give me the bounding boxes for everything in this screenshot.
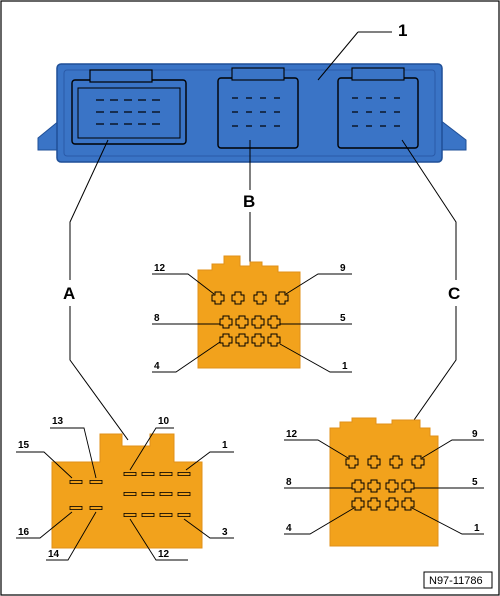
- pin-label-a-14: 14: [48, 549, 60, 560]
- pin-label-b-8: 8: [154, 313, 160, 324]
- housing-socket-b: [217, 67, 299, 149]
- pin-label-a-13: 13: [52, 416, 64, 427]
- pin-label-a-10: 10: [158, 416, 170, 427]
- pin-label-b-12: 12: [154, 263, 166, 274]
- connector-a-label: A: [63, 284, 75, 303]
- pin-label-c-12: 12: [286, 429, 298, 440]
- pin-label-c-8: 8: [286, 477, 292, 488]
- pin-label-a-1: 1: [222, 440, 228, 451]
- connector-c-label: C: [448, 284, 460, 303]
- housing-socket-a: [71, 69, 187, 145]
- pin-label-a-12: 12: [158, 549, 170, 560]
- connector-a: 13 15 10 1 16 14 12 3: [16, 416, 234, 561]
- pin-label-b-9: 9: [340, 263, 346, 274]
- connector-c: 12 9 8 5 4 1: [284, 417, 484, 547]
- pin-label-c-1: 1: [474, 523, 480, 534]
- component-number: 1: [398, 21, 407, 40]
- pin-label-c-5: 5: [472, 477, 478, 488]
- connector-b: 12 9 8 5 4 1: [152, 255, 352, 373]
- pin-label-b-4: 4: [154, 361, 160, 372]
- pin-label-a-3: 3: [222, 527, 228, 538]
- pin-label-c-9: 9: [472, 429, 478, 440]
- pin-label-c-4: 4: [286, 523, 292, 534]
- pin-label-a-16: 16: [18, 527, 30, 538]
- reference-code-box: N97-11786: [423, 571, 493, 589]
- reference-code: N97-11786: [429, 575, 483, 587]
- pin-label-b-5: 5: [340, 313, 346, 324]
- callout-1: 1: [317, 21, 407, 81]
- connector-b-label: B: [243, 192, 255, 211]
- housing-socket-c: [337, 67, 419, 149]
- pin-label-a-15: 15: [18, 440, 30, 451]
- control-unit-housing: [37, 63, 467, 163]
- pin-label-b-1: 1: [342, 361, 348, 372]
- leader-lines: [69, 139, 457, 441]
